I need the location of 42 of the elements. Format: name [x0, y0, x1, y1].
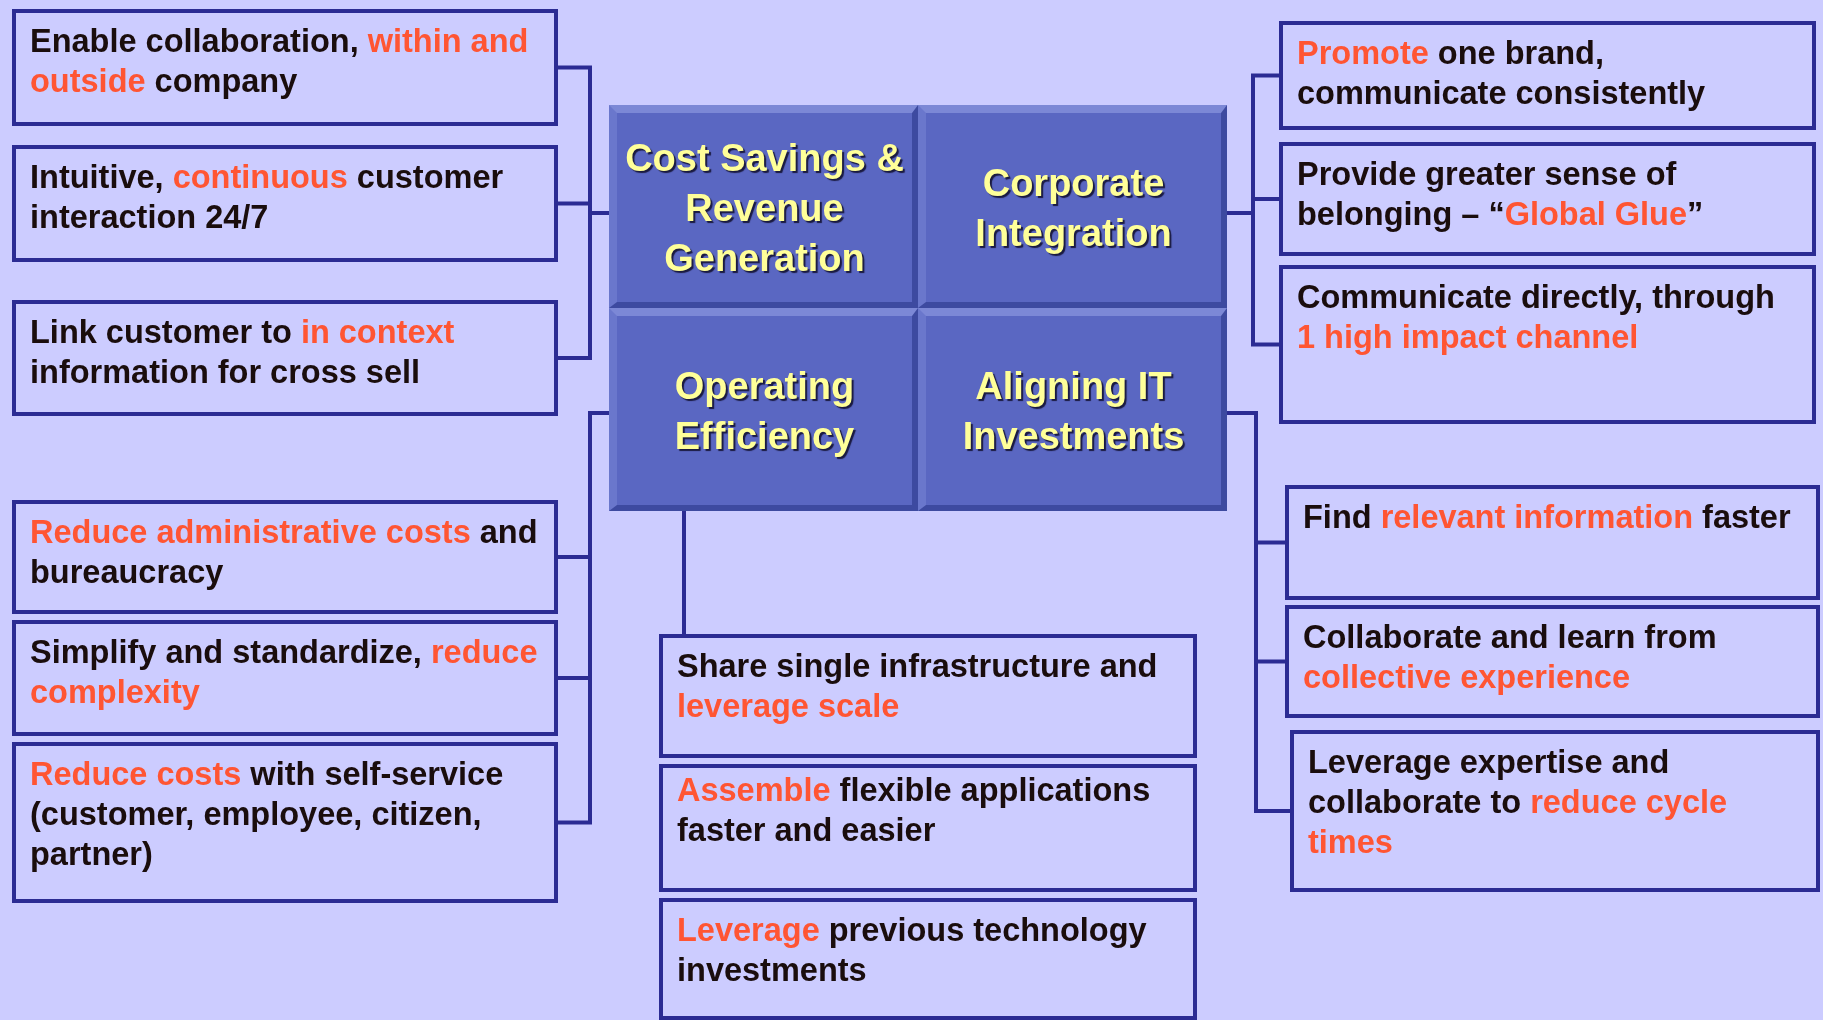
objective-title: Cost Savings & Revenue Generation: [624, 135, 905, 281]
objective-block: [609, 308, 918, 511]
objective-title: Corporate Integration: [974, 160, 1173, 256]
benefit-text: Reduce costs with self-service (customer, employee, citizen, partner): [30, 755, 505, 874]
benefit-text: Reduce administrative costs and bureaucracy: [30, 513, 539, 592]
connector-line: [682, 511, 686, 634]
benefit-box: [1290, 730, 1820, 892]
benefit-box: [659, 898, 1197, 1020]
connector-line: [558, 211, 609, 360]
objective-title: Aligning IT Investments: [961, 363, 1186, 459]
benefit-box: [659, 634, 1197, 758]
benefit-box: [12, 742, 558, 903]
connector-line: [1227, 411, 1290, 813]
benefit-box: [12, 300, 558, 416]
benefit-box: [12, 9, 558, 126]
benefit-box: [12, 500, 558, 614]
benefit-text: Leverage previous technology investments: [677, 911, 1148, 990]
benefit-text: Simplify and standardize, reduce complexity: [30, 633, 539, 712]
benefit-text: Leverage expertise and collaborate to reduce cycle times: [1308, 743, 1729, 862]
benefit-text: Promote one brand, communicate consistently: [1297, 34, 1707, 113]
benefit-box: [1279, 265, 1816, 424]
benefit-text: Assemble flexible applications faster and easier: [677, 771, 1152, 850]
connector-line: [558, 411, 609, 825]
benefit-box: [1285, 485, 1820, 600]
benefit-text: Find relevant information faster: [1303, 498, 1792, 537]
benefit-box: [659, 764, 1197, 892]
objective-block: [918, 308, 1227, 511]
benefit-text: Collaborate and learn from collective experience: [1303, 618, 1718, 697]
objective-title: Operating Efficiency: [673, 363, 856, 459]
benefit-box: [12, 620, 558, 736]
benefit-box: [12, 145, 558, 262]
objective-block: [918, 105, 1227, 308]
benefit-box: [1279, 142, 1816, 256]
benefit-text: Share single infrastructure and leverage scale: [677, 647, 1159, 726]
benefit-box: [1279, 21, 1816, 130]
benefit-text: Communicate directly, through 1 high impact channel: [1297, 278, 1776, 357]
benefit-text: Intuitive, continuous customer interaction 24/7: [30, 158, 505, 237]
objective-block: [609, 105, 918, 308]
benefit-box: [1285, 605, 1820, 718]
benefit-text: Enable collaboration, within and outside company: [30, 22, 530, 101]
benefit-text: Provide greater sense of belonging – “Global Glue”: [1297, 155, 1705, 234]
benefit-text: Link customer to in context information for cross sell: [30, 313, 456, 392]
